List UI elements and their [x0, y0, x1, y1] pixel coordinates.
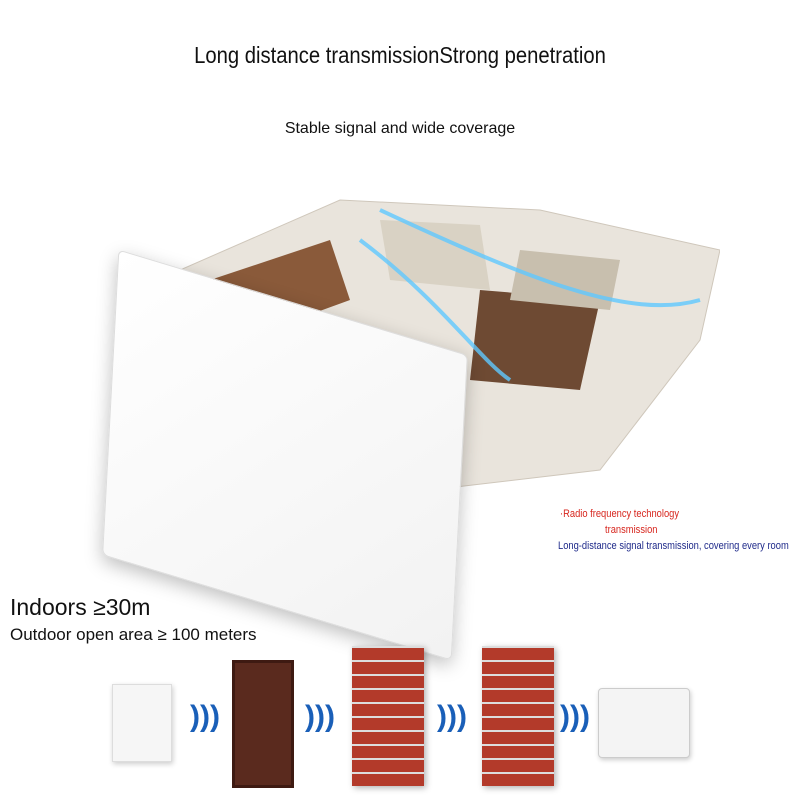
- rf-callout-line1: ·Radio frequency technology: [560, 508, 680, 520]
- brick-wall-image: [482, 646, 554, 786]
- rf-callout-line3: Long-distance signal transmission, cover…: [558, 540, 789, 552]
- outdoor-range: Outdoor open area ≥ 100 meters: [10, 625, 257, 644]
- indoor-range: Indoors ≥30m: [10, 594, 151, 620]
- wifi-signal-icon: ))): [437, 700, 467, 733]
- door-image: [232, 660, 294, 788]
- wifi-signal-icon: ))): [305, 700, 335, 733]
- switch-image: [112, 684, 172, 762]
- wifi-signal-icon: ))): [560, 700, 590, 733]
- receiver-module-image: [598, 688, 690, 758]
- wifi-signal-icon: ))): [190, 700, 220, 733]
- headline: Long distance transmissionStrong penetra…: [194, 42, 606, 68]
- brick-wall-image: [352, 646, 424, 786]
- rf-callout-line2: transmission: [605, 524, 658, 536]
- subheadline: Stable signal and wide coverage: [284, 120, 516, 137]
